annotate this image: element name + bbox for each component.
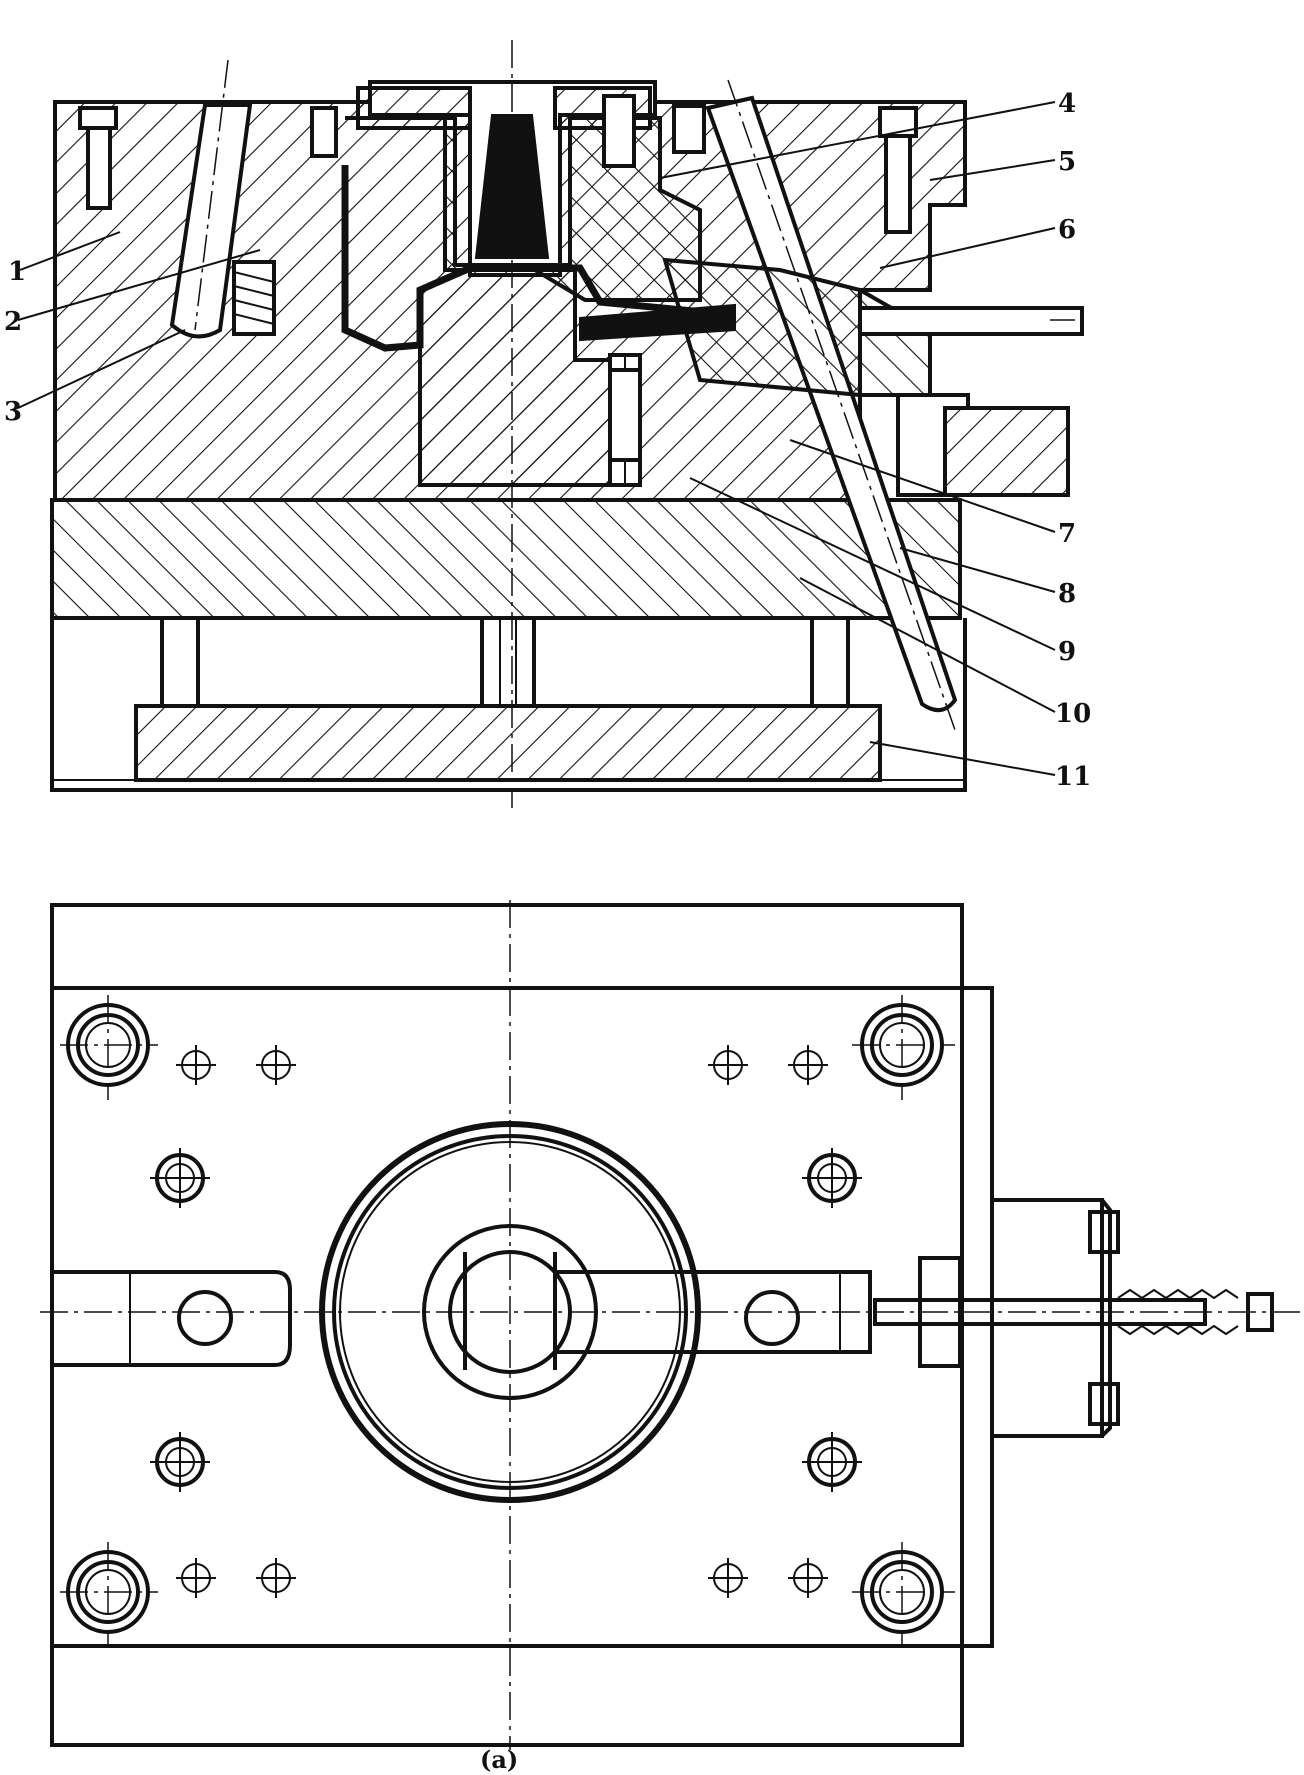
part-label-8: 8 [1058,579,1076,609]
stop-block [943,406,1070,497]
screw-top-1 [78,106,118,210]
moving-plate [50,498,962,620]
screw-top-3 [602,94,636,168]
lateral-slide [662,257,932,397]
ejector-base-plate [134,704,882,782]
guide-bushing-tr [852,995,955,1100]
guide-bushing-bl [60,1542,158,1645]
figure-caption: (a) [480,1745,518,1774]
part-label-4: 4 [1058,89,1076,119]
plan-outer-plate [50,903,964,1747]
molded-part [341,165,736,352]
left-slide-bar [52,1270,292,1367]
part-label-11: 11 [1055,762,1091,792]
screw-top-4 [672,104,706,154]
support-pillar-center [480,616,536,708]
slide-guide [896,393,970,497]
guide-bushing-tl [60,995,158,1100]
part-label-9: 9 [1058,637,1076,667]
part-label-6: 6 [1058,215,1076,245]
spring [232,260,276,336]
screw-symbols [176,1045,828,1598]
right-slide-bar [555,1270,872,1354]
pull-rod [858,306,1084,336]
return-pin-br [802,1432,862,1492]
support-pillar-right [810,616,850,708]
left-angle-pin [169,103,253,339]
screw-top-5 [878,106,918,234]
angle-pin [705,95,958,712]
part-label-5: 5 [1058,147,1076,177]
screw-core [608,368,642,462]
section-view: 1 2 3 4 5 6 7 8 9 10 11 [4,40,1091,808]
plan-view: (a) [40,900,1300,1774]
guide-bushing-br [852,1542,955,1645]
part-label-7: 7 [1058,519,1076,549]
part-label-1: 1 [8,257,26,287]
plan-clamp-plate [50,986,994,1648]
return-pin-tl [150,1148,210,1208]
return-pin-tr [802,1148,862,1208]
return-pin-bl [150,1432,210,1492]
screw-top-2 [310,106,338,158]
part-label-10: 10 [1055,699,1091,729]
slide-pull-assembly [873,1198,1274,1438]
part-label-3: 3 [4,397,22,427]
part-label-2: 2 [4,307,22,337]
support-pillar-left [160,616,200,708]
frame-bottom [50,618,967,792]
